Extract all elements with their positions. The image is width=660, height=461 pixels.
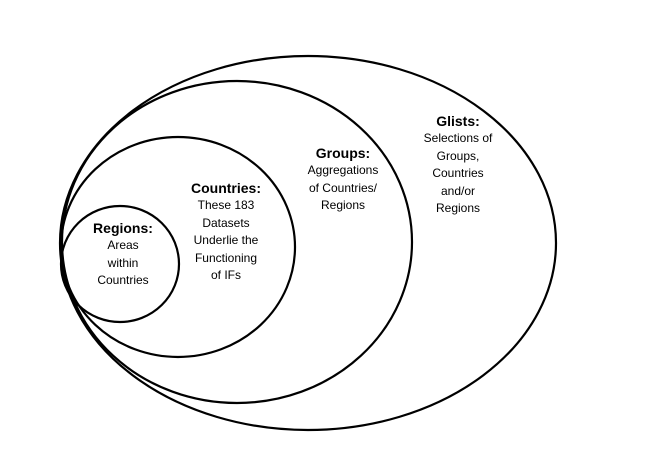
glists-description: Selections of Groups, Countries and/or R… [423,131,493,215]
regions-label: Regions: Areas within Countries [75,219,171,290]
countries-title: Countries: [191,180,261,196]
regions-title: Regions: [93,220,153,236]
glists-label: Glists: Selections of Groups, Countries … [402,112,514,218]
countries-description: These 183 Datasets Underlie the Function… [193,198,259,282]
groups-title: Groups: [315,145,371,161]
countries-label: Countries: These 183 Datasets Underlie t… [170,179,282,285]
groups-label: Groups: Aggregations of Countries/ Regio… [287,144,399,215]
countries-ellipse [59,135,297,359]
groups-description: Aggregations of Countries/ Regions [307,163,379,212]
regions-description: Areas within Countries [97,238,149,287]
glists-title: Glists: [436,113,480,129]
regions-ellipse [59,204,181,324]
